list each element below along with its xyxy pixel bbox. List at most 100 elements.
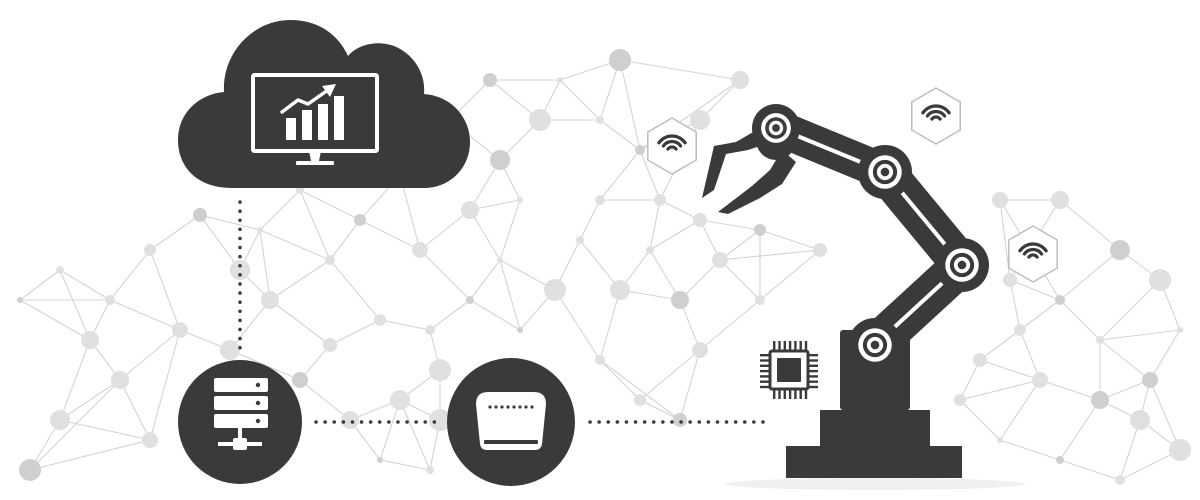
- mesh-node: [1177, 327, 1183, 333]
- mesh-node: [712, 252, 728, 268]
- mesh-node: [1096, 336, 1104, 344]
- mesh-node: [377, 457, 383, 463]
- wireless-badge: [911, 87, 961, 145]
- mesh-line: [639, 149, 661, 201]
- mesh-line: [59, 339, 91, 421]
- ground-shadow: [725, 478, 1025, 490]
- mesh-line: [429, 299, 471, 331]
- router-led: [500, 405, 504, 409]
- mesh-node: [374, 314, 386, 326]
- chip-pin: [783, 389, 786, 399]
- mesh-node: [19, 459, 41, 481]
- mesh-line: [959, 399, 1001, 441]
- chip-pin: [760, 354, 770, 357]
- mesh-line: [959, 379, 1041, 401]
- mesh-node: [1051, 191, 1069, 209]
- mesh-line: [379, 319, 431, 331]
- wifi-signal-icon: [1018, 242, 1048, 259]
- chip-pin: [760, 364, 770, 367]
- mesh-line: [599, 149, 641, 201]
- router-led: [524, 405, 528, 409]
- mesh-line: [269, 299, 331, 346]
- mesh-node: [461, 201, 479, 219]
- router-icon: [476, 392, 546, 450]
- wireless-badge: [647, 117, 697, 175]
- chip-pin: [788, 341, 792, 351]
- mesh-node: [56, 266, 64, 274]
- mesh-node: [341, 411, 359, 429]
- mesh-line: [29, 439, 151, 471]
- chip-pin: [808, 380, 818, 383]
- mesh-line: [399, 399, 431, 471]
- mesh-line: [1009, 279, 1061, 301]
- chip-pin: [773, 341, 776, 351]
- mesh-line: [229, 349, 301, 381]
- mesh-line: [469, 299, 521, 331]
- mesh-node: [425, 325, 435, 335]
- mesh-node: [292, 372, 308, 388]
- microchip-icon: [760, 341, 818, 399]
- mesh-node: [466, 296, 474, 304]
- mesh-node: [813, 243, 827, 257]
- router-led: [530, 405, 534, 409]
- mesh-node: [1014, 324, 1026, 336]
- mesh-node: [17, 297, 23, 303]
- mesh-line: [259, 229, 271, 301]
- mesh-node: [517, 327, 523, 333]
- mesh-line: [329, 219, 361, 261]
- mesh-line: [679, 349, 701, 421]
- chip-pin: [808, 385, 818, 389]
- chip-pin: [788, 389, 792, 399]
- mesh-node: [1056, 456, 1064, 464]
- mesh-line: [1059, 299, 1101, 341]
- mesh-line: [999, 379, 1041, 441]
- mesh-node: [692, 342, 708, 358]
- mesh-node: [954, 394, 966, 406]
- mesh-line: [299, 189, 331, 261]
- mesh-node: [220, 340, 240, 360]
- mesh-line: [719, 229, 761, 261]
- arm-joint-pin: [870, 340, 880, 350]
- mesh-node: [1142, 372, 1158, 388]
- mesh-line: [59, 269, 91, 341]
- cloud-node: [178, 20, 470, 188]
- mesh-node: [142, 432, 158, 448]
- mesh-node: [997, 437, 1003, 443]
- mesh-node: [731, 71, 749, 89]
- mesh-line: [699, 219, 761, 231]
- arm-joint-pin: [957, 260, 967, 270]
- mesh-line: [619, 59, 741, 81]
- mesh-line: [59, 419, 151, 441]
- wireless-badge: [1008, 225, 1058, 283]
- mesh-line: [499, 259, 521, 331]
- arm-base-upper: [820, 410, 930, 450]
- mesh-node: [1032, 372, 1048, 388]
- mesh-line: [1059, 249, 1121, 301]
- mesh-node: [81, 331, 99, 349]
- chip-pin: [760, 369, 770, 373]
- mesh-line: [679, 259, 721, 301]
- mesh-node: [671, 291, 689, 309]
- chip-pin: [794, 389, 797, 399]
- mesh-node: [1055, 295, 1065, 305]
- arm-joint-pin: [880, 167, 890, 177]
- chip-pin: [778, 389, 781, 399]
- mesh-line: [229, 299, 271, 351]
- mesh-node: [193, 208, 207, 222]
- mesh-node: [1130, 410, 1150, 430]
- mesh-line: [199, 214, 261, 231]
- mesh-line: [979, 359, 1041, 381]
- mesh-node: [261, 291, 279, 309]
- wifi-signal-icon: [657, 134, 687, 151]
- mesh-node: [595, 195, 605, 205]
- mesh-node: [483, 73, 497, 87]
- mesh-node: [144, 244, 156, 256]
- mesh-node: [635, 145, 645, 155]
- chip-pin: [808, 369, 818, 373]
- mesh-node: [755, 295, 765, 305]
- mesh-node: [610, 280, 630, 300]
- mesh-node: [105, 295, 115, 305]
- mesh-node: [544, 279, 566, 301]
- mesh-line: [119, 379, 151, 441]
- chip-pin: [773, 389, 776, 399]
